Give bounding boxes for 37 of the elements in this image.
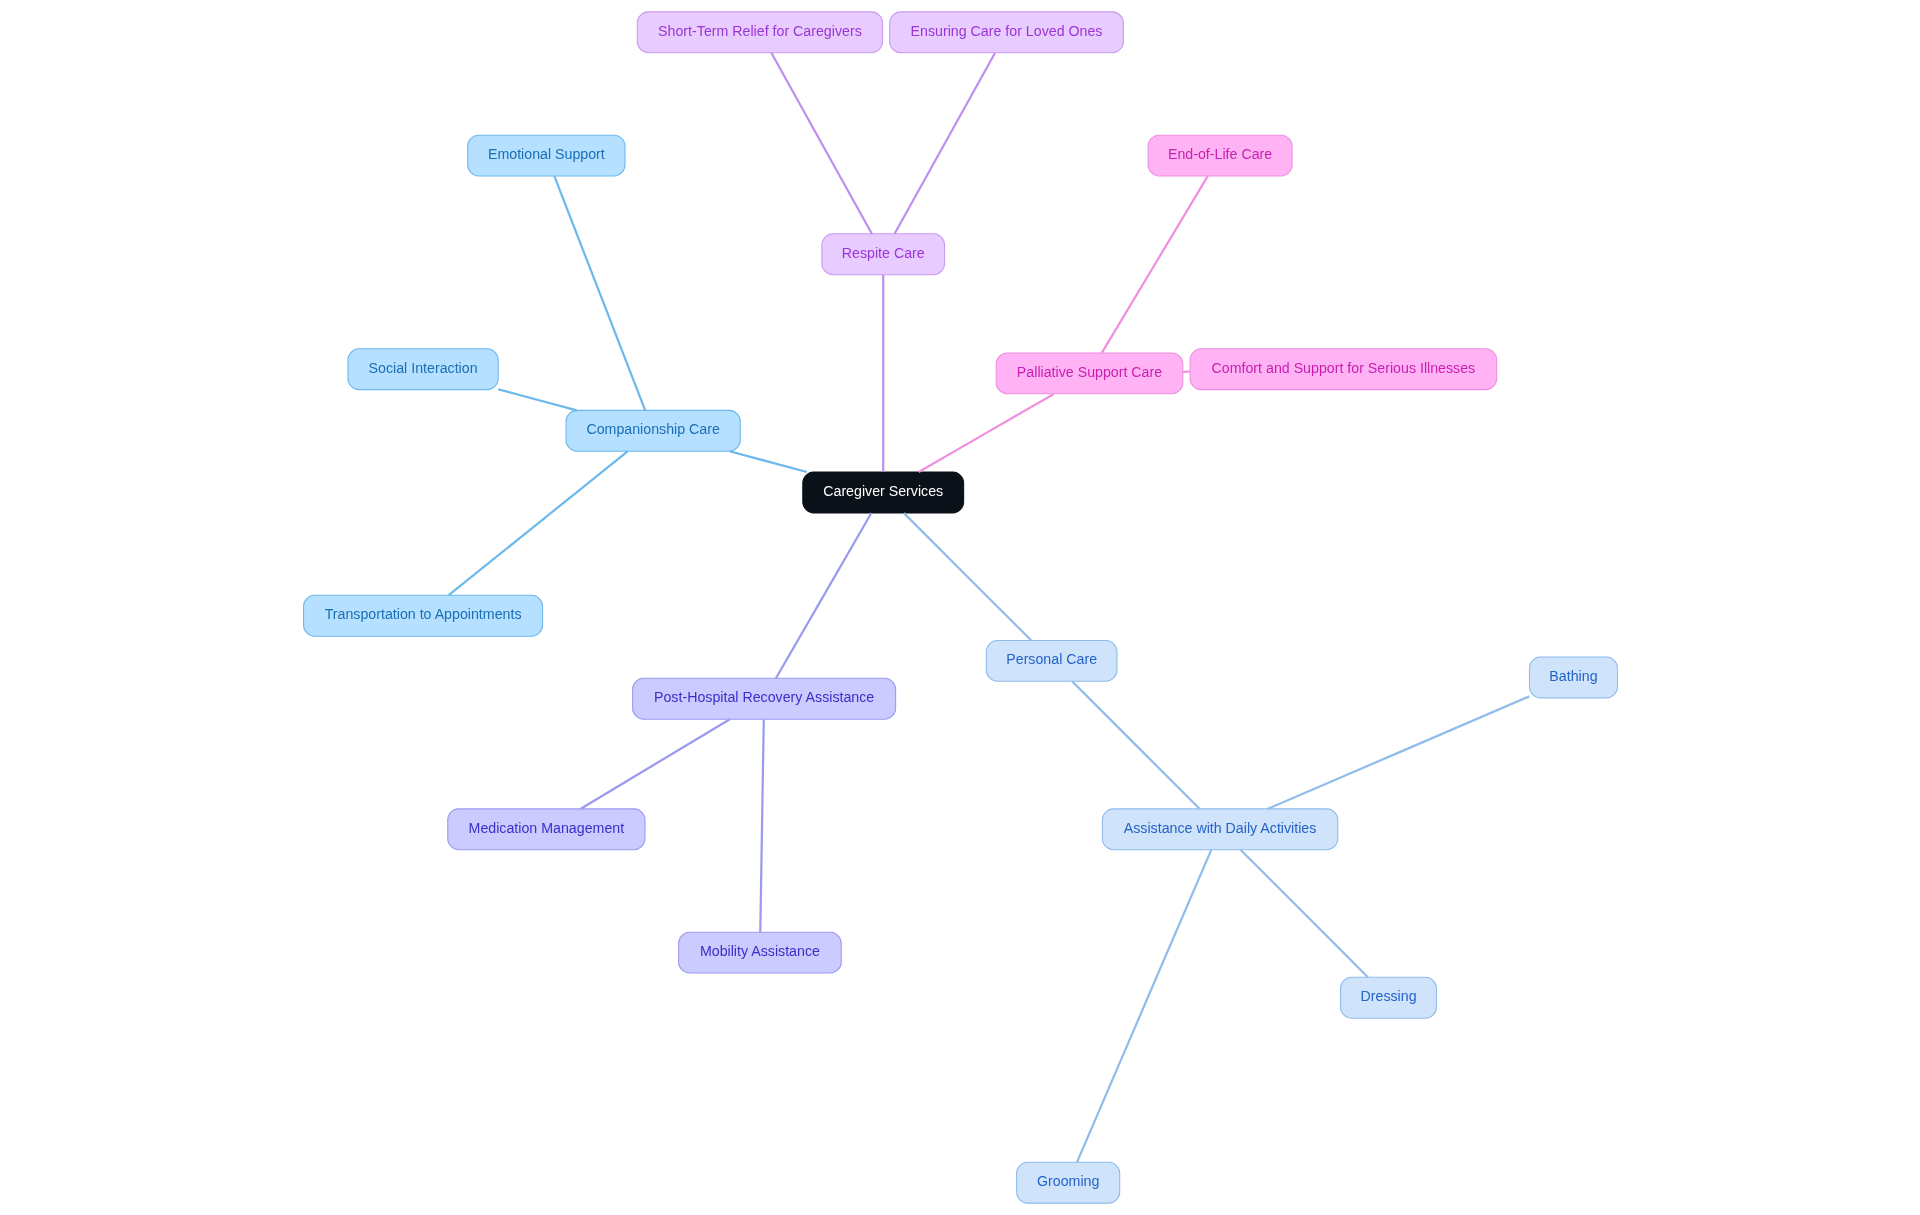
node-box: Ensuring Care for Loved Ones [888,11,1124,54]
connector [728,450,807,474]
node-box: Medication Management [446,808,646,851]
node-box: Comfort and Support for Serious Illnesses [1189,348,1497,391]
connector [770,52,873,235]
node-box: Assistance with Daily Activities [1101,808,1338,851]
connector [1239,849,1369,978]
connector [497,388,577,412]
connector [1182,370,1190,373]
node-box: Post-Hospital Recovery Assistance [631,677,896,720]
node-box: Short-Term Relief for Caregivers [636,11,883,54]
node-box: Emotional Support [466,134,626,177]
node-box: Palliative Support Care [995,352,1183,395]
connector [1071,680,1200,810]
node-box: Companionship Care [565,409,741,452]
connector [774,512,872,679]
node-box: Dressing [1339,976,1437,1019]
node-box: Social Interaction [346,348,499,391]
node-box: Mobility Assistance [677,931,842,974]
node-box: Personal Care [985,639,1117,682]
connector [1266,695,1530,810]
connector [579,718,730,810]
connector [758,719,765,932]
connector [552,175,646,411]
node-box: Grooming [1015,1161,1120,1204]
connector [1075,849,1212,1163]
connector [881,274,884,472]
connector [447,450,628,597]
connector [1100,175,1209,354]
connector [902,512,1032,642]
node-box: Transportation to Appointments [302,594,543,637]
connector [893,52,996,235]
connector [917,393,1054,473]
node-box: End-of-Life Care [1147,134,1293,177]
node-box: Caregiver Services [801,471,964,514]
node-box: Bathing [1528,656,1618,699]
node-box: Respite Care [820,233,945,276]
